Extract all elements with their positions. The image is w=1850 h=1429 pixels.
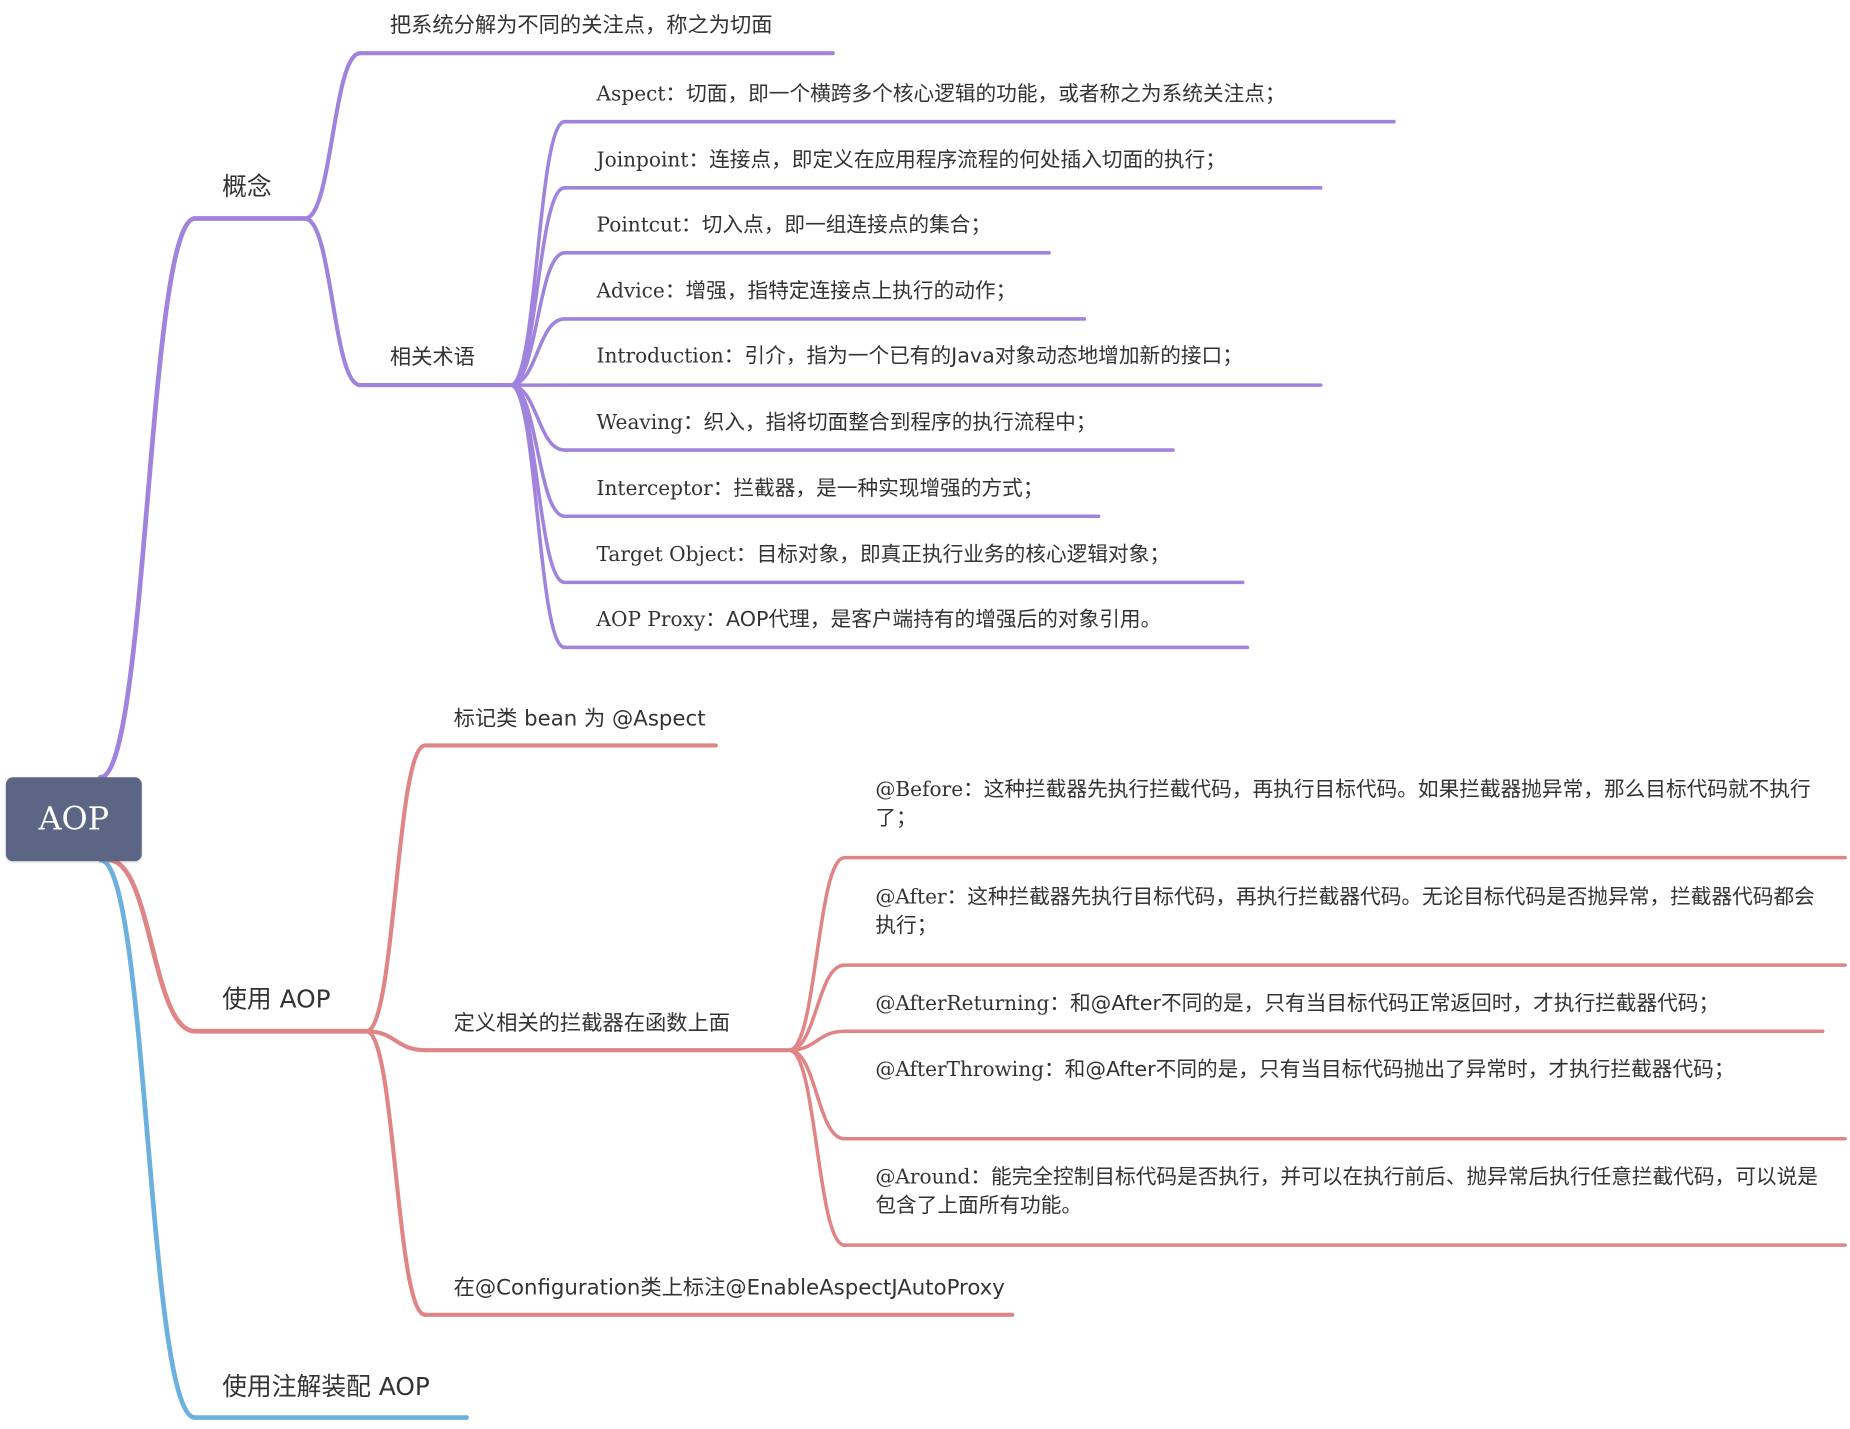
term-target-object[interactable]: Target Object：目标对象，即真正执行业务的核心逻辑对象；	[596, 543, 1171, 568]
connector-advice	[787, 855, 847, 1052]
connector-advice	[787, 1029, 847, 1052]
term-desc: 引介，指为一个已有的Java对象动态地增加新的接口；	[744, 344, 1243, 369]
root-node-aop[interactable]: AOP	[5, 777, 142, 862]
term-name: Pointcut	[596, 213, 682, 238]
advice-name: @AfterReturning	[875, 992, 1050, 1016]
concept-definition[interactable]: 把系统分解为不同的关注点，称之为切面	[389, 12, 773, 38]
term-desc: AOP代理，是客户端持有的增强后的对象引用。	[725, 608, 1162, 632]
term-pointcut[interactable]: Pointcut：切入点，即一组连接点的集合；	[596, 213, 992, 238]
term-name: Weaving	[596, 411, 683, 435]
term-name: AOP Proxy	[596, 608, 706, 632]
term-name: Introduction	[596, 344, 724, 369]
advice-name: @AfterThrowing	[875, 1058, 1044, 1083]
advice-around[interactable]: @Around：能完全控制目标代码是否执行，并可以在执行前后、抛异常后执行任意拦…	[875, 1165, 1818, 1219]
term-name: Interceptor	[596, 477, 713, 501]
advice-name: @Before	[875, 778, 964, 803]
advice-name: @Around	[875, 1165, 971, 1190]
term-interceptor[interactable]: Interceptor：拦截器，是一种实现增强的方式；	[596, 477, 1044, 501]
term-name: Target Object	[596, 543, 736, 568]
connector-term	[508, 383, 567, 650]
branch-use-aop[interactable]: 使用 AOP	[222, 985, 331, 1014]
advice-after[interactable]: @After：这种拦截器先执行目标代码，再执行拦截器代码。无论目标代码是否抛异常…	[875, 885, 1815, 939]
advice-desc: 这种拦截器先执行目标代码，再执行拦截器代码。无论目标代码是否抛异常，拦截器代码都…	[875, 885, 1815, 939]
connector-advice	[787, 1048, 847, 1141]
branch-annotation-aop[interactable]: 使用注解装配 AOP	[222, 1372, 430, 1402]
term-introduction[interactable]: Introduction：引介，指为一个已有的Java对象动态地增加新的接口；	[596, 344, 1243, 369]
term-joinpoint[interactable]: Joinpoint：连接点，即定义在应用程序流程的何处插入切面的执行；	[596, 148, 1226, 173]
connector-advice	[787, 963, 847, 1052]
advice-after-returning[interactable]: @AfterReturning：和@After不同的是，只有当目标代码正常返回时…	[875, 992, 1720, 1016]
term-desc: 连接点，即定义在应用程序流程的何处插入切面的执行；	[709, 148, 1226, 173]
connector-term	[508, 251, 567, 387]
connector-use-define	[364, 1029, 428, 1053]
connector-root-concept	[98, 216, 198, 780]
branch-concept[interactable]: 概念	[222, 172, 272, 201]
connector-concept-definition	[302, 51, 363, 221]
connector-advice	[787, 1048, 847, 1247]
term-aop-proxy[interactable]: AOP Proxy：AOP代理，是客户端持有的增强后的对象引用。	[596, 608, 1162, 632]
advice-desc: 和@After不同的是，只有当目标代码抛出了异常时，才执行拦截器代码；	[1064, 1058, 1735, 1083]
term-aspect[interactable]: Aspect：切面，即一个横跨多个核心逻辑的功能，或者称之为系统关注点；	[596, 82, 1286, 107]
term-name: Advice	[596, 279, 665, 304]
connector-concept-terms	[302, 216, 363, 388]
connector-term	[508, 317, 567, 387]
connector-root-use-aop	[106, 857, 198, 1034]
term-name: Joinpoint	[596, 148, 689, 173]
advice-name: @After	[875, 885, 947, 910]
advice-desc: 和@After不同的是，只有当目标代码正常返回时，才执行拦截器代码；	[1069, 992, 1720, 1016]
advice-before[interactable]: @Before：这种拦截器先执行拦截代码，再执行目标代码。如果拦截器抛异常，那么…	[875, 778, 1811, 831]
advice-desc: 这种拦截器先执行拦截代码，再执行目标代码。如果拦截器抛异常，那么目标代码就不执行…	[875, 778, 1811, 831]
term-advice[interactable]: Advice：增强，指特定连接点上执行的动作；	[596, 279, 1017, 304]
term-desc: 切面，即一个横跨多个核心逻辑的功能，或者称之为系统关注点；	[686, 82, 1286, 107]
connector-term	[508, 383, 567, 519]
term-name: Aspect	[596, 82, 666, 107]
term-weaving[interactable]: Weaving：织入，指将切面整合到程序的执行流程中；	[596, 411, 1097, 435]
use-mark-aspect[interactable]: 标记类 bean 为 @Aspect	[453, 706, 706, 732]
term-desc: 织入，指将切面整合到程序的执行流程中；	[703, 411, 1097, 435]
connector-term	[508, 119, 567, 387]
use-define-interceptors[interactable]: 定义相关的拦截器在函数上面	[453, 1011, 731, 1037]
term-desc: 切入点，即一组连接点的集合；	[701, 213, 992, 238]
concept-terms[interactable]: 相关术语	[389, 344, 475, 370]
term-desc: 增强，指特定连接点上执行的动作；	[685, 279, 1017, 304]
connector-root-annotation	[98, 857, 198, 1420]
term-desc: 拦截器，是一种实现增强的方式；	[733, 477, 1044, 501]
use-enable-autoproxy[interactable]: 在@Configuration类上标注@EnableAspectJAutoPro…	[453, 1275, 1005, 1301]
connector-use-mark	[364, 743, 428, 1034]
connector-use-enable	[364, 1029, 428, 1317]
term-desc: 目标对象，即真正执行业务的核心逻辑对象；	[756, 543, 1171, 568]
advice-desc: 能完全控制目标代码是否执行，并可以在执行前后、抛异常后执行任意拦截代码，可以说是…	[875, 1165, 1818, 1219]
advice-after-throwing[interactable]: @AfterThrowing：和@After不同的是，只有当目标代码抛出了异常时…	[875, 1058, 1735, 1083]
